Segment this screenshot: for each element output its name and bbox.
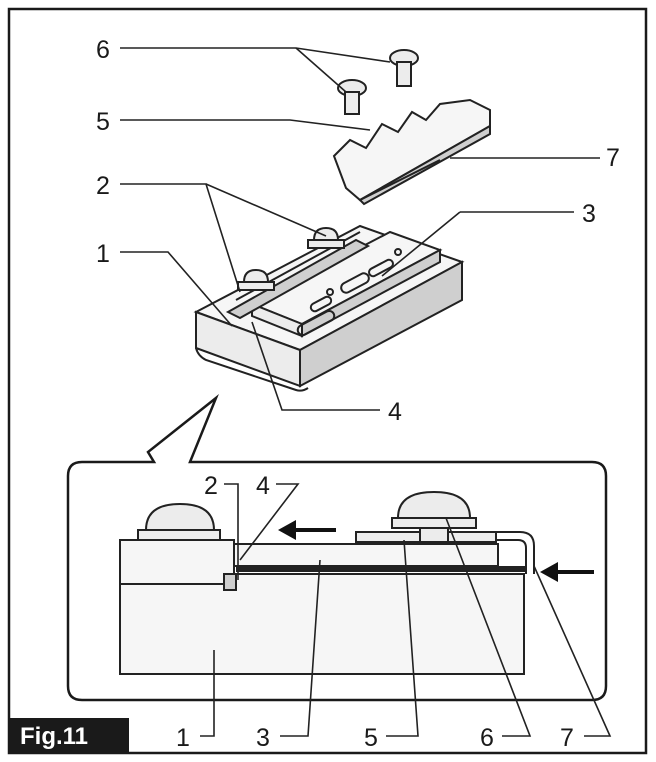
callout-1-top: 1 [96, 240, 110, 268]
push-arrow-left [278, 520, 336, 540]
callout-7-top: 7 [606, 144, 620, 172]
detail-blade [236, 566, 526, 572]
callout-4-detail: 4 [256, 472, 270, 500]
callout-4-top: 4 [388, 398, 402, 426]
detail-jaw [119, 539, 235, 585]
base-screws [237, 226, 345, 291]
callout-6-top: 6 [96, 36, 110, 64]
leader-lines [120, 47, 600, 411]
callout-7-detail: 7 [560, 724, 574, 752]
detail-leader-lines [200, 483, 612, 737]
set-plate [332, 98, 491, 206]
callout-3-detail: 3 [256, 724, 270, 752]
callout-2-detail: 2 [204, 472, 218, 500]
figure-badge-label: Fig.11 [20, 723, 88, 750]
figure-badge: Fig.11 [9, 718, 129, 753]
push-arrow-right [540, 562, 594, 582]
callout-1-detail: 1 [176, 724, 190, 752]
callout-6-detail: 6 [480, 724, 494, 752]
exploded-view: 6 5 7 2 3 1 4 [96, 36, 620, 426]
detail-set-plate [356, 531, 535, 574]
callout-2-top: 2 [96, 172, 110, 200]
detail-base [119, 573, 525, 675]
callout-5-top: 5 [96, 108, 110, 136]
callout-3-top: 3 [582, 200, 596, 228]
detail-view: 2 4 1 3 5 6 7 [66, 394, 612, 752]
detail-clamp-plate [233, 543, 499, 567]
callout-5-detail: 5 [364, 724, 378, 752]
